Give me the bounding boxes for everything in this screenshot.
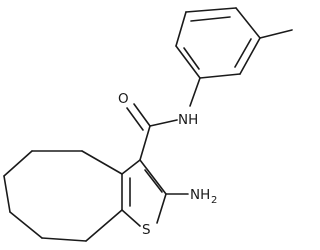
bond [199, 73, 241, 79]
bond [121, 159, 141, 175]
bond [139, 159, 167, 195]
bond [3, 175, 11, 213]
bond [175, 11, 187, 47]
amine-nh-label: NH [190, 187, 210, 203]
amide-nh-label: NH [178, 112, 198, 128]
tolyl-ring [175, 7, 261, 79]
bond [3, 150, 33, 177]
bond [139, 125, 151, 161]
bond [9, 211, 43, 239]
bond-double-inner [190, 16, 231, 22]
chemical-structure-diagram: O NH NH 2 S [3, 7, 293, 242]
bond [175, 45, 201, 79]
bond [149, 119, 178, 127]
bond [41, 237, 87, 242]
amine-subscript-label: 2 [211, 195, 217, 206]
bond [189, 77, 201, 107]
methyl-bond [259, 29, 293, 39]
oxygen-label: O [118, 91, 129, 107]
bond [156, 193, 167, 224]
bond-double-inner [234, 38, 252, 68]
carbonyl-bond [133, 103, 151, 127]
bond [81, 150, 123, 175]
bond [121, 209, 141, 227]
bond-double-inner [183, 47, 200, 70]
cyclooctane-ring [3, 150, 123, 242]
bond [239, 37, 261, 75]
sulfur-label: S [142, 222, 151, 238]
bond [235, 7, 261, 39]
carbonyl-bond [126, 107, 144, 131]
bond [185, 7, 237, 13]
bond [85, 209, 123, 242]
bond-double-inner [144, 169, 163, 193]
thiophene-ring [121, 159, 167, 227]
